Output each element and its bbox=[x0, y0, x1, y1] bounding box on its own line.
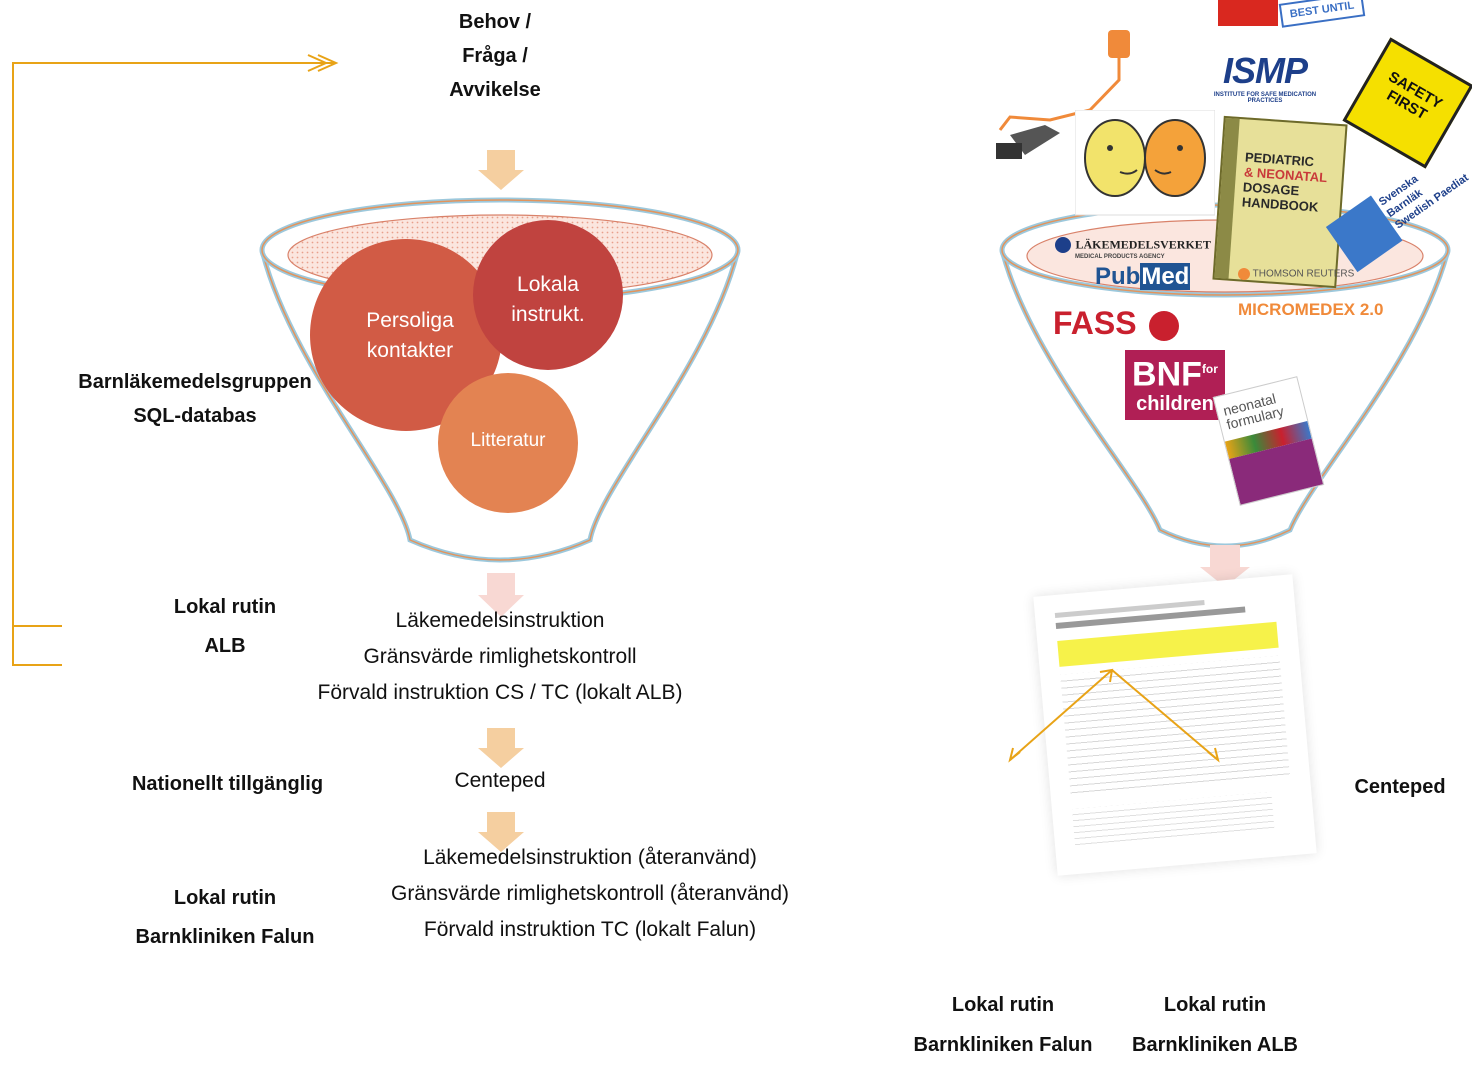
circle-literature bbox=[438, 373, 578, 513]
funnel-diagram bbox=[259, 197, 741, 563]
bottom-right-label: Lokal rutin Barnkliniken ALB bbox=[1132, 994, 1298, 1056]
step3-lines: Läkemedelsinstruktion (återanvänd) Gräns… bbox=[390, 846, 789, 941]
micromedex-logo: MICROMEDEX 2.0 bbox=[1238, 300, 1384, 319]
ismp-logo: ISMP INSTITUTE FOR SAFE MEDICATION PRACT… bbox=[1213, 50, 1317, 104]
circle-local-label: Lokala instrukt. bbox=[511, 273, 585, 326]
pediatric-drug-group-label: Barnläkemedelsgruppen SQL-databas bbox=[78, 371, 312, 427]
step3-label: Lokal rutin Barnkliniken Falun bbox=[135, 887, 315, 948]
circle-local-instructions bbox=[473, 220, 623, 370]
down-arrow-2-icon bbox=[478, 573, 524, 617]
circle-personal-label: Persoliga kontakter bbox=[366, 309, 454, 362]
step2-line: Centeped bbox=[454, 769, 546, 792]
communication-faces-icon bbox=[1075, 110, 1215, 216]
down-arrow-3-icon bbox=[478, 728, 524, 768]
pubmed-logo: PubMed bbox=[1095, 263, 1191, 290]
bottom-left-label: Lokal rutin Barnkliniken Falun bbox=[913, 994, 1093, 1056]
safety-first-sign-icon: SAFETY FIRST bbox=[1342, 37, 1472, 169]
iv-drip-illustration bbox=[996, 30, 1130, 159]
diverging-arrows bbox=[1008, 668, 1220, 763]
circle-personal-contacts bbox=[310, 239, 502, 431]
lakemedelsverket-logo: LÄKEMEDELSVERKET MEDICAL PRODUCTS AGENCY bbox=[1055, 236, 1211, 260]
down-arrow-right-icon bbox=[1200, 545, 1250, 587]
down-arrow-4-icon bbox=[478, 812, 524, 852]
step1-label: Lokal rutin ALB bbox=[173, 596, 277, 657]
thomson-reuters-logo: THOMSON REUTERS bbox=[1238, 268, 1354, 280]
step2-label: Nationellt tillgänglig bbox=[131, 773, 324, 795]
need-question-deviation-label: Behov / Fråga / Avvikelse bbox=[449, 11, 541, 101]
best-until-stamp-icon: BEST UNTIL bbox=[1210, 0, 1366, 28]
feedback-loop-line bbox=[12, 54, 339, 666]
centeped-label: Centeped bbox=[1354, 776, 1446, 798]
step1-lines: Läkemedelsinstruktion Gränsvärde rimligh… bbox=[317, 609, 683, 704]
bnf-children-logo: BNFfor children bbox=[1125, 350, 1225, 420]
circle-literature-label: Litteratur bbox=[470, 430, 546, 451]
dosage-handbook-cover: PEDIATRIC & NEONATAL DOSAGE HANDBOOK bbox=[1212, 115, 1348, 289]
fass-logo: FASS bbox=[1053, 305, 1180, 342]
down-arrow-1-icon bbox=[478, 150, 524, 190]
